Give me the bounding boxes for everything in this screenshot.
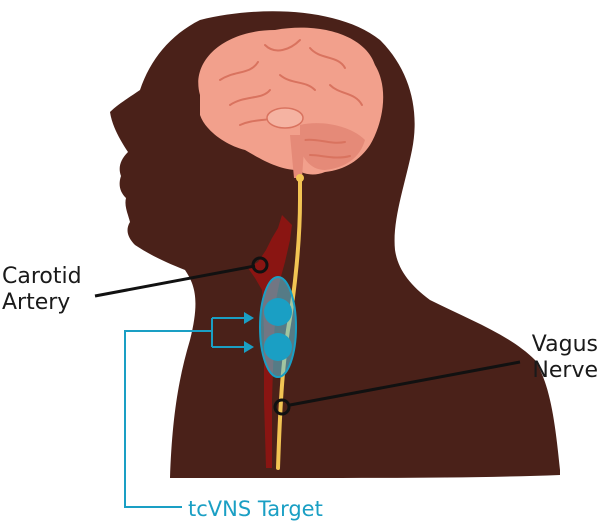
- tcvns-target-label: tcVNS Target: [188, 497, 323, 521]
- carotid-leader-line: [94, 264, 256, 298]
- vagus-nerve-label: Vagus Nerve: [532, 332, 598, 384]
- vagus-label-line2: Nerve: [532, 358, 598, 383]
- arrow-right-icon: [244, 341, 254, 353]
- carotid-label-line1: Carotid: [2, 264, 82, 289]
- carotid-label-line2: Artery: [2, 290, 71, 315]
- vagus-leader-line: [289, 360, 521, 407]
- target-bracket: [124, 317, 244, 508]
- vagus-label-line1: Vagus: [531, 332, 598, 357]
- vagus-marker: [273, 398, 291, 416]
- carotid-artery-label: Carotid Artery: [2, 264, 82, 316]
- nerve-node-icon: [296, 174, 304, 182]
- carotid-marker: [251, 256, 269, 274]
- stimulation-target-icon: [259, 276, 297, 378]
- arrow-right-icon: [244, 312, 254, 324]
- brain-icon: [198, 27, 384, 178]
